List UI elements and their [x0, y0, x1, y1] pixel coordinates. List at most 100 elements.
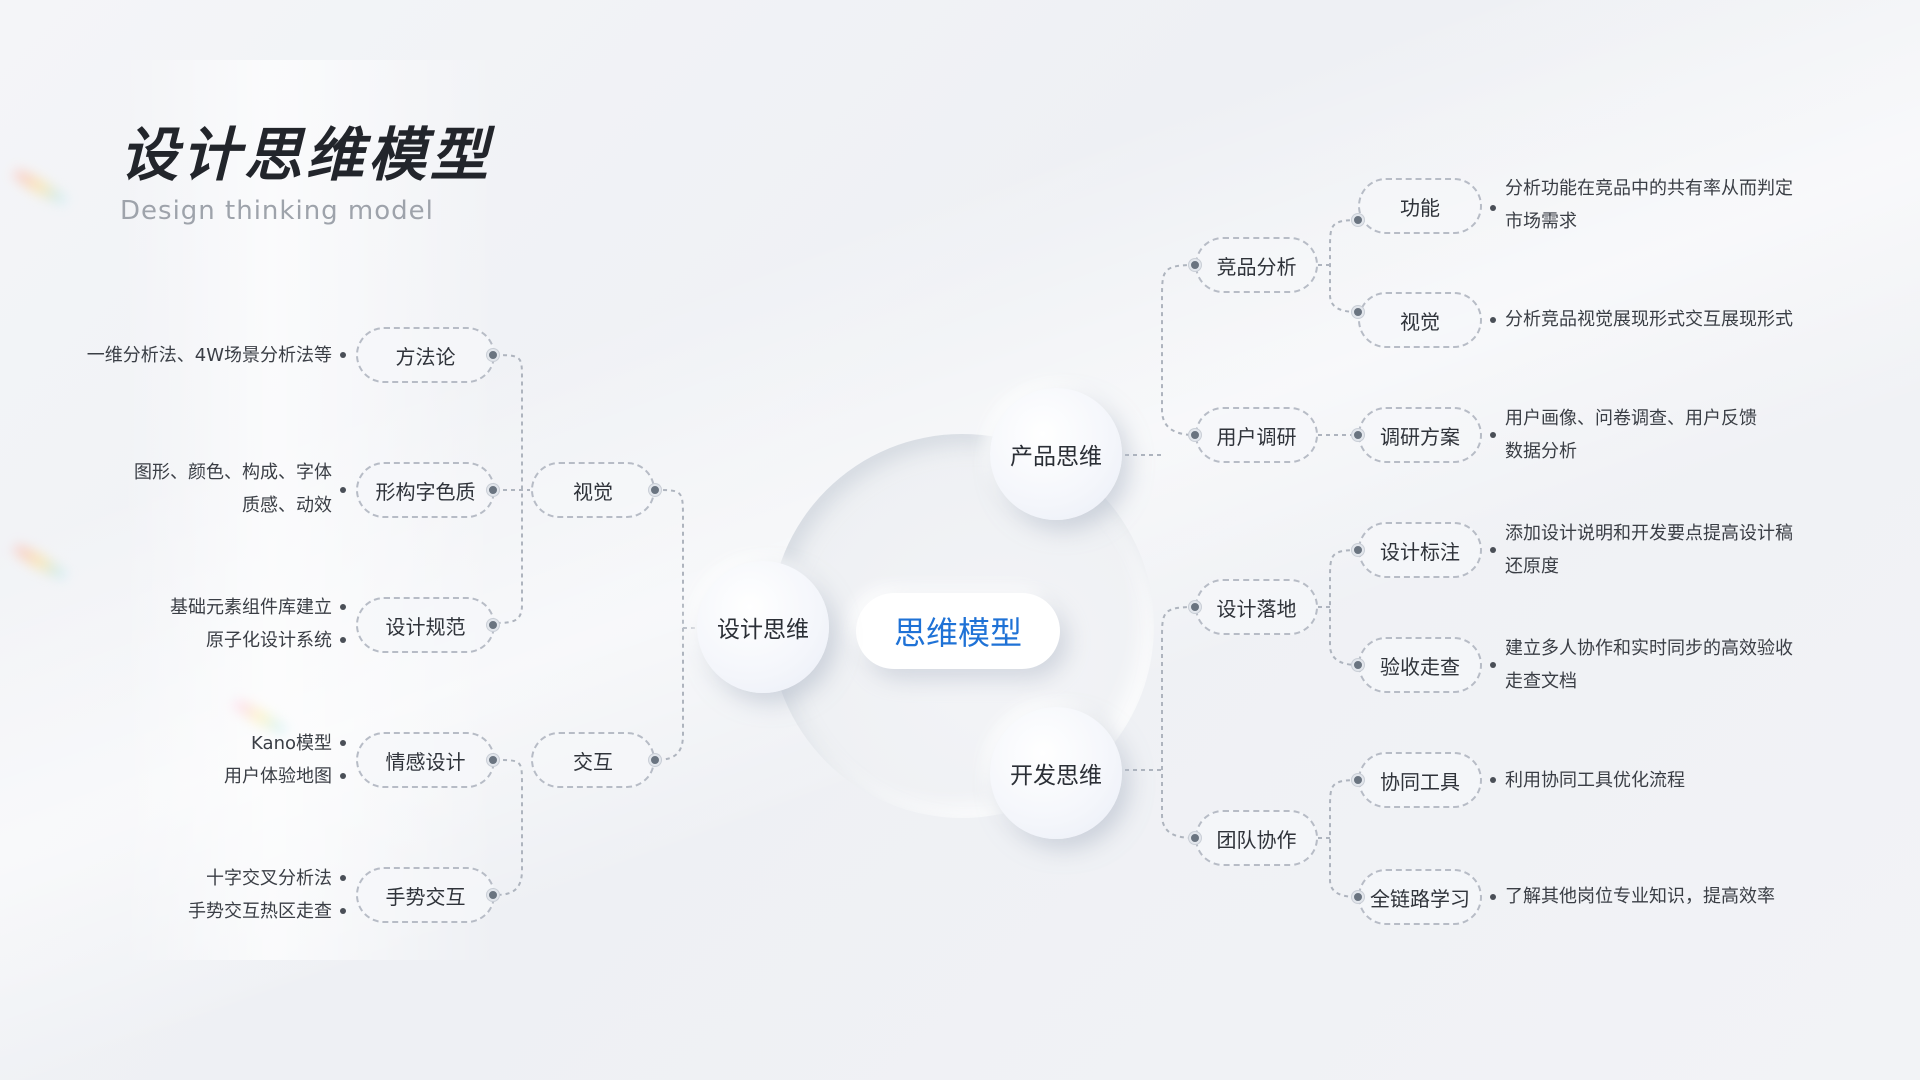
node-visual[interactable]: 视觉	[531, 462, 655, 518]
node-label: 设计标注	[1380, 539, 1460, 564]
desc-line: 十字交叉分析法	[206, 868, 332, 889]
desc-line: 质感、动效	[242, 495, 332, 516]
desc-line: 建立多人协作和实时同步的高效验收	[1505, 638, 1793, 659]
connector-dot	[487, 889, 499, 901]
node-label: 设计规范	[385, 614, 466, 639]
desc-line: 分析竞品视觉展现形式交互展现形式	[1505, 309, 1793, 330]
connector-line	[654, 489, 684, 761]
desc-acceptance-review: 建立多人协作和实时同步的高效验收走查文档	[1505, 632, 1793, 698]
connector-dot	[1352, 544, 1364, 556]
node-label: 视觉	[573, 479, 613, 504]
connector-dot	[1189, 601, 1201, 613]
connector-line	[1329, 219, 1359, 313]
node-form-color[interactable]: 形构字色质	[356, 462, 495, 518]
node-label: 全链路学习	[1370, 886, 1470, 911]
node-competitive-analysis[interactable]: 竞品分析	[1195, 237, 1318, 293]
branch-label: 设计思维	[717, 617, 809, 643]
node-user-research[interactable]: 用户调研	[1195, 407, 1318, 463]
connector-dot	[487, 619, 499, 631]
node-label: 功能	[1400, 195, 1440, 220]
desc-line: 市场需求	[1505, 211, 1577, 232]
node-label: 情感设计	[385, 749, 466, 774]
desc-line: 利用协同工具优化流程	[1505, 770, 1685, 791]
node-label: 协同工具	[1380, 769, 1460, 794]
center-label: 思维模型	[893, 614, 1022, 652]
connector-line	[494, 759, 523, 896]
node-full-chain-learning[interactable]: 全链路学习	[1358, 869, 1482, 925]
branch-label: 开发思维	[1010, 763, 1102, 789]
connector-dot	[1352, 774, 1364, 786]
node-competitive-visual[interactable]: 视觉	[1358, 292, 1482, 348]
connector-line	[1161, 264, 1196, 436]
desc-line: 走查文档	[1505, 671, 1577, 692]
connector-dot	[1189, 259, 1201, 271]
node-design-landing[interactable]: 设计落地	[1195, 579, 1318, 635]
bullet	[1490, 777, 1496, 783]
node-emotional-design[interactable]: 情感设计	[356, 732, 495, 788]
bullet	[340, 637, 346, 643]
bullet	[340, 487, 346, 493]
desc-line: Kano模型	[251, 733, 332, 754]
node-teamwork[interactable]: 团队协作	[1195, 810, 1318, 866]
node-label: 验收走查	[1380, 654, 1460, 679]
bullet	[1490, 662, 1496, 668]
node-label: 形构字色质	[375, 479, 476, 504]
desc-emotional-design: Kano模型用户体验地图	[224, 727, 332, 793]
bullet	[1490, 317, 1496, 323]
desc-collab-tools: 利用协同工具优化流程	[1505, 764, 1685, 797]
connector-dot	[649, 754, 661, 766]
connector-dot	[1352, 214, 1364, 226]
node-gesture-interaction[interactable]: 手势交互	[356, 867, 495, 923]
bullet	[340, 773, 346, 779]
bullet	[1490, 547, 1496, 553]
connector-dot	[1352, 429, 1364, 441]
node-label: 交互	[573, 749, 613, 774]
connector-dot	[1189, 429, 1201, 441]
page-subtitle: Design thinking model	[120, 196, 434, 226]
node-research-plan[interactable]: 调研方案	[1358, 407, 1482, 463]
desc-design-spec: 基础元素组件库建立原子化设计系统	[170, 591, 332, 657]
desc-form-color: 图形、颜色、构成、字体质感、动效	[134, 456, 332, 522]
node-label: 手势交互	[385, 884, 466, 909]
node-design-annotation[interactable]: 设计标注	[1358, 522, 1482, 578]
desc-competitive-visual: 分析竞品视觉展现形式交互展现形式	[1505, 303, 1793, 336]
desc-methodology: 一维分析法、4W场景分析法等	[87, 339, 332, 372]
branch-node-product-thinking[interactable]: 产品思维	[990, 388, 1122, 520]
desc-line: 还原度	[1505, 556, 1559, 577]
node-interaction[interactable]: 交互	[531, 732, 655, 788]
node-design-spec[interactable]: 设计规范	[356, 597, 495, 653]
bullet	[340, 908, 346, 914]
desc-line: 数据分析	[1505, 441, 1577, 462]
desc-line: 原子化设计系统	[206, 630, 332, 651]
node-label: 方法论	[395, 344, 456, 369]
node-label: 竞品分析	[1216, 254, 1297, 279]
desc-line: 一维分析法、4W场景分析法等	[86, 345, 332, 366]
connector-dot	[649, 484, 661, 496]
connector-line	[1161, 606, 1196, 839]
connector-dot	[1189, 832, 1201, 844]
bullet	[1490, 894, 1496, 900]
bullet	[340, 875, 346, 881]
desc-design-annotation: 添加设计说明和开发要点提高设计稿还原度	[1505, 517, 1793, 583]
node-label: 视觉	[1400, 309, 1440, 334]
desc-line: 分析功能在竞品中的共有率从而判定	[1505, 178, 1793, 199]
desc-research-plan: 用户画像、问卷调查、用户反馈数据分析	[1505, 402, 1757, 468]
branch-label: 产品思维	[1010, 444, 1102, 470]
node-collab-tools[interactable]: 协同工具	[1358, 752, 1482, 808]
branch-node-dev-thinking[interactable]: 开发思维	[990, 707, 1122, 839]
node-function[interactable]: 功能	[1358, 178, 1482, 234]
page-title: 设计思维模型	[120, 121, 493, 189]
node-methodology[interactable]: 方法论	[356, 327, 495, 383]
branch-node-design-thinking[interactable]: 设计思维	[697, 561, 829, 693]
connector-line	[1329, 549, 1359, 666]
connector-dot	[1352, 659, 1364, 671]
connector-dot	[1352, 306, 1364, 318]
node-acceptance-review[interactable]: 验收走查	[1358, 637, 1482, 693]
connector-dot	[487, 754, 499, 766]
desc-line: 手势交互热区走查	[188, 901, 332, 922]
center-node[interactable]: 思维模型	[856, 593, 1060, 669]
bullet	[1490, 432, 1496, 438]
desc-line: 图形、颜色、构成、字体	[134, 462, 332, 483]
desc-gesture-interaction: 十字交叉分析法手势交互热区走查	[188, 862, 332, 928]
